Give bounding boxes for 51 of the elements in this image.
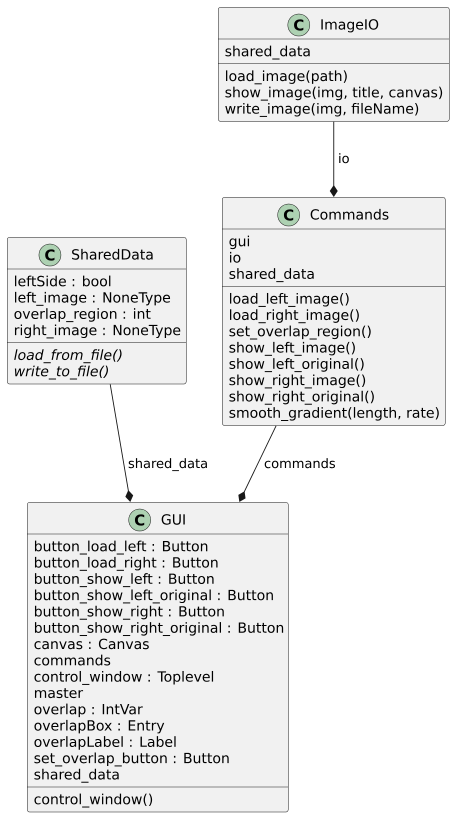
method: show_right_image() xyxy=(229,374,366,388)
attribute: commands xyxy=(34,654,110,666)
class-name: ImageIO xyxy=(321,19,378,32)
attribute: button_load_left : Button xyxy=(34,540,208,555)
class-badge: C xyxy=(128,508,151,532)
class-badge: C xyxy=(38,244,62,266)
attribute: shared_data xyxy=(34,768,119,783)
connector xyxy=(110,384,134,502)
class-name: Commands xyxy=(310,208,388,220)
attribute: gui xyxy=(229,236,250,250)
method: set_overlap_region() xyxy=(229,326,371,340)
attribute: overlapBox : Entry xyxy=(34,720,164,734)
attribute: button_show_right_original : Button xyxy=(34,622,284,636)
edge-label: io xyxy=(337,152,350,164)
class-badge: C xyxy=(277,204,300,226)
method: show_left_original() xyxy=(229,358,364,372)
attribute: left_image : NoneType xyxy=(15,292,170,306)
method: load_from_file() xyxy=(14,349,122,364)
attribute: button_show_left_original : Button xyxy=(34,589,273,604)
class-badge: C xyxy=(288,14,310,36)
edge-label: shared_data xyxy=(127,457,209,472)
attribute: set_overlap_button : Button xyxy=(34,752,229,766)
class-name: SharedData xyxy=(72,248,153,260)
attribute: overlapLabel : Label xyxy=(34,736,176,750)
attribute: shared_data xyxy=(229,268,314,282)
method: show_image(img, title, canvas) xyxy=(225,86,442,101)
attribute: master xyxy=(34,688,84,698)
attribute: button_show_right : Button xyxy=(34,606,224,620)
method: write_to_file() xyxy=(14,366,108,380)
connector xyxy=(238,425,277,502)
class-name: GUI xyxy=(162,514,185,525)
method: control_window() xyxy=(34,794,152,808)
connector xyxy=(330,121,338,197)
method: load_left_image() xyxy=(230,292,349,307)
method: show_left_image() xyxy=(229,342,355,356)
attribute: control_window : Toplevel xyxy=(34,670,214,685)
attribute: io xyxy=(230,252,240,263)
attribute: leftSide : bool xyxy=(15,276,110,286)
method: load_image(path) xyxy=(226,70,347,84)
attribute: overlap_region : int xyxy=(14,308,151,322)
edge-label: commands xyxy=(263,457,336,469)
attribute: button_show_left : Button xyxy=(34,573,214,588)
method: load_right_image() xyxy=(230,309,359,324)
attribute: overlap : IntVar xyxy=(34,704,143,718)
method: show_right_original() xyxy=(229,390,374,405)
attribute: canvas : Canvas xyxy=(34,638,149,650)
method: write_image(img, fileName) xyxy=(225,102,418,117)
attribute: right_image : NoneType xyxy=(14,324,180,338)
attribute: button_load_right : Button xyxy=(34,556,218,571)
method: smooth_gradient(length, rate) xyxy=(229,407,439,422)
attribute: shared_data xyxy=(225,46,310,60)
